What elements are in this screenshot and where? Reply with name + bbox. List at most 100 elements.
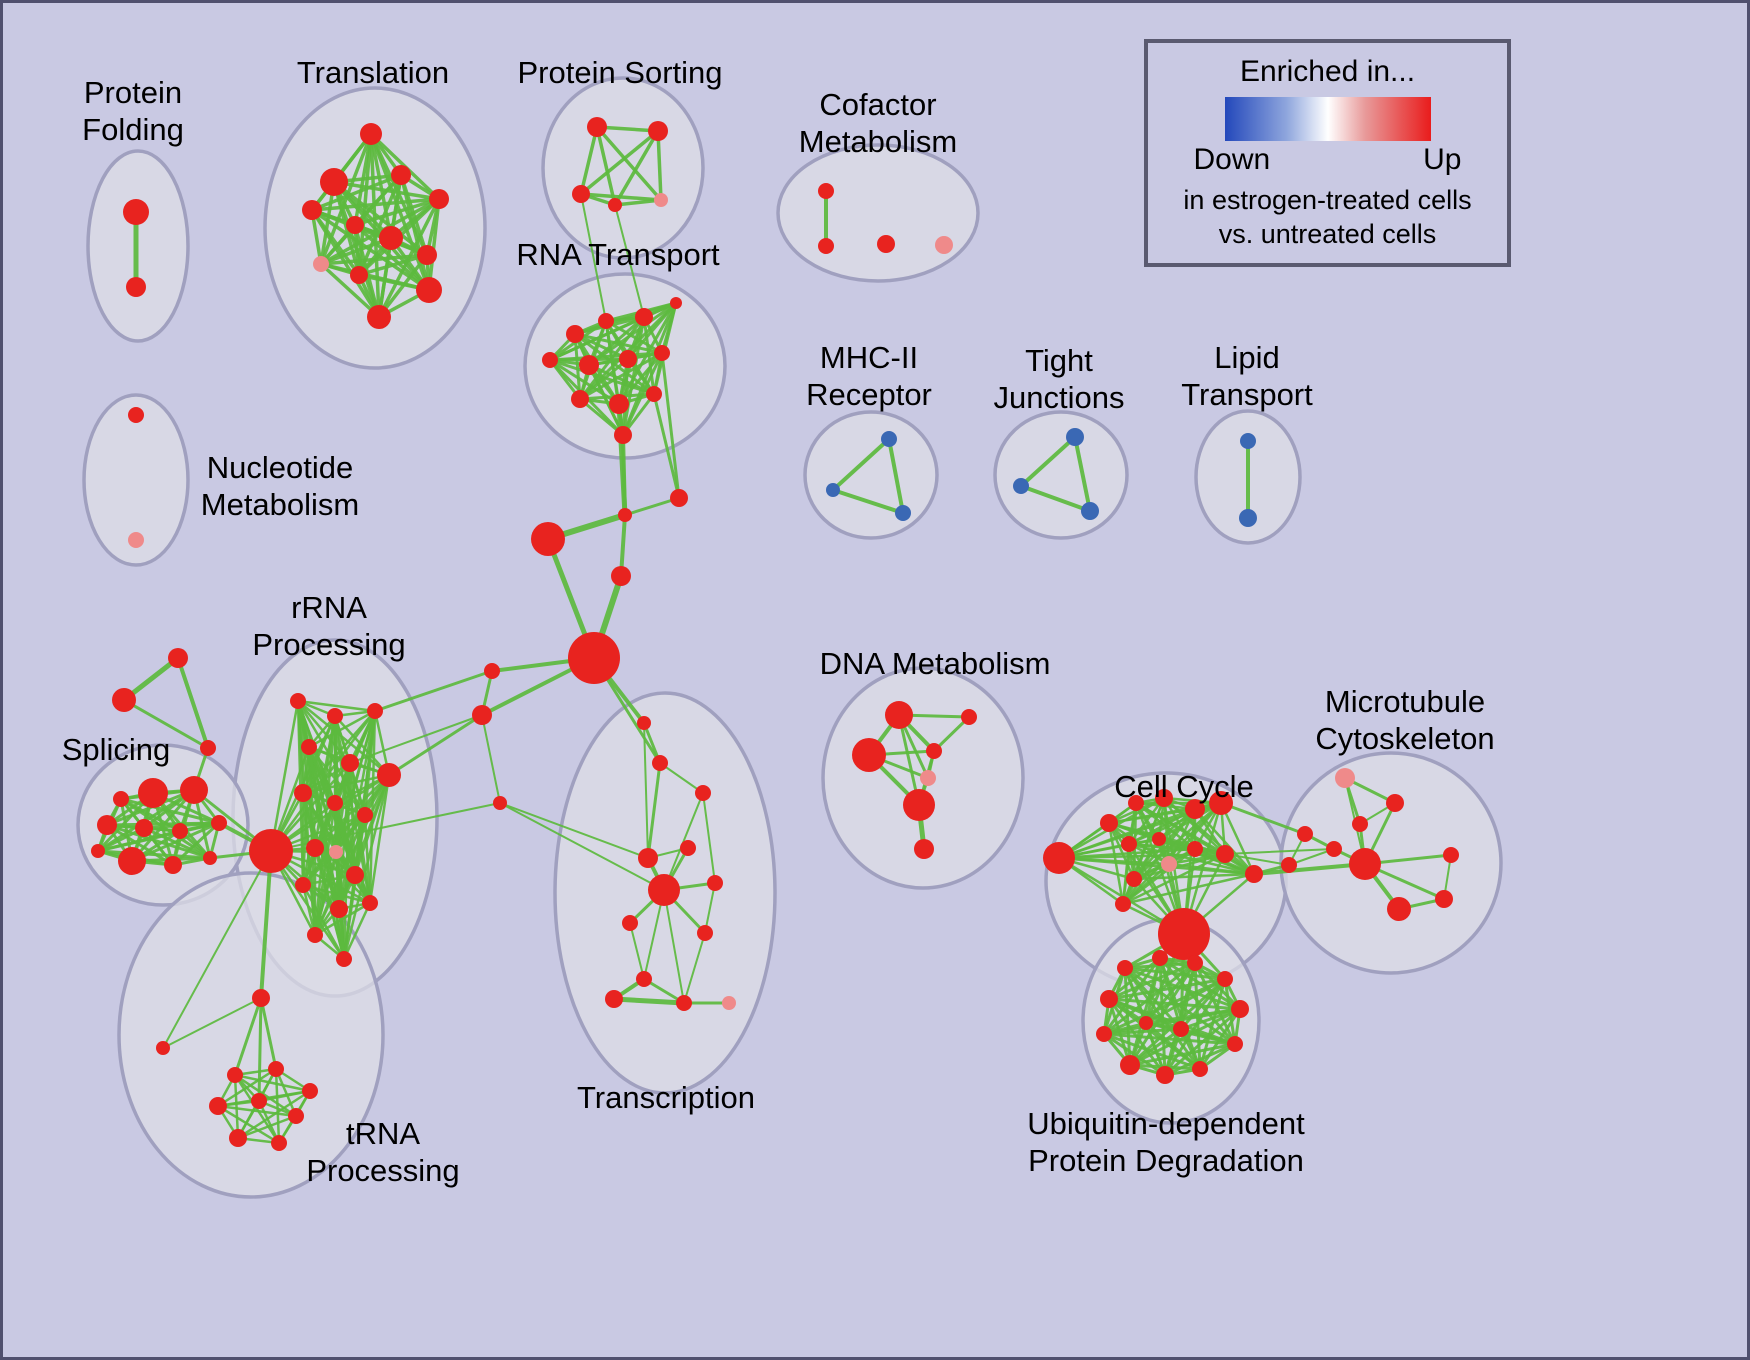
edge-rr12-rr14 (301, 883, 372, 905)
edge-cc1-cc13 (1107, 821, 1125, 906)
edge-t2-t6 (702, 792, 716, 884)
edge-cc10-mc4 (1224, 848, 1335, 855)
node-cc12 (1245, 865, 1263, 883)
edge-cc3-cc12 (1162, 796, 1256, 876)
edge-ps2-rt1 (580, 193, 607, 322)
node-mc1 (1386, 794, 1404, 812)
cluster-label-trna-processing-line1: tRNA (346, 1116, 420, 1151)
edge-sl6-sl10 (96, 821, 221, 853)
edge-ub3-ub12 (1179, 977, 1227, 1031)
edge-tn4-tn8 (216, 1104, 281, 1145)
node-dm4 (920, 770, 936, 786)
node-sp_t1 (112, 688, 136, 712)
node-t9 (636, 971, 652, 987)
node-tr9 (350, 266, 368, 284)
node-t12 (722, 996, 736, 1010)
edge-t1-t2 (659, 762, 704, 794)
edge-rr7-rr14 (333, 801, 372, 905)
edge-rr5-rr12 (301, 773, 391, 887)
edge-tr0-tr11 (369, 132, 381, 319)
edge-rt4-rt7 (548, 351, 664, 362)
edge-rt7-rt8 (578, 351, 664, 401)
edge-rt6-rt8 (578, 357, 630, 401)
node-cc_hub (1158, 908, 1210, 960)
node-nm0 (128, 407, 144, 423)
cluster-ellipse-trna-processing (117, 871, 385, 1199)
node-rr0 (290, 693, 306, 709)
edge-ub9-ub11 (1144, 1021, 1167, 1077)
cluster-label-ubiquitin-degradation-line1: Ubiquitin-dependent (1027, 1106, 1305, 1141)
node-cc1 (1100, 814, 1118, 832)
node-mh0 (881, 431, 897, 447)
edge-ub2-ub6 (1102, 961, 1197, 1036)
cluster-ellipse-protein-sorting (541, 76, 705, 260)
cluster-label-rna-transport-line1: RNA Transport (516, 237, 720, 272)
node-rt0 (566, 325, 584, 343)
cluster-ellipse-mhc-ii-receptor (803, 410, 939, 540)
edge-tn1-tn6 (233, 1073, 298, 1118)
cluster-label-cofactor-metabolism-line2: Metabolism (799, 124, 958, 159)
edge-ps0-ps3 (595, 125, 617, 207)
edge-rr2-rr14 (368, 709, 377, 905)
node-ub10 (1192, 1061, 1208, 1077)
cluster-label-rrna-processing-line2: Processing (252, 627, 405, 662)
cluster-label-mhc-ii-receptor-line1: MHC-II (820, 340, 918, 375)
node-ub4 (1100, 990, 1118, 1008)
node-tn6 (288, 1108, 304, 1124)
edge-tr8-tr11 (319, 262, 381, 319)
node-cc11 (1126, 871, 1142, 887)
node-t3 (638, 848, 658, 868)
legend-up-label: Up (1423, 143, 1462, 176)
node-tn7 (229, 1129, 247, 1147)
node-mc9 (1443, 847, 1459, 863)
node-dm5 (903, 789, 935, 821)
edge-rr12-rr15 (301, 883, 317, 937)
node-tn_far (156, 1041, 170, 1055)
edge-tn1-tn8 (233, 1073, 281, 1145)
edge-ps0-ps1 (595, 125, 660, 133)
cluster-label-cofactor-metabolism-line1: Cofactor (819, 87, 936, 122)
cluster-ellipse-microtubule-cytoskeleton (1279, 751, 1503, 975)
node-nm1 (128, 532, 144, 548)
node-cm2 (877, 235, 895, 253)
node-tn1 (227, 1067, 243, 1083)
edge-rr_hub-tn0 (259, 849, 273, 1000)
edge-t6-t8 (704, 882, 716, 934)
edge-ub5-ub12 (1179, 1007, 1242, 1031)
node-tr10 (416, 277, 442, 303)
edge-tn1-tn7 (233, 1073, 240, 1140)
node-tr0 (360, 123, 382, 145)
edge-rt10-cn0 (652, 392, 681, 500)
edge-tn2-tn8 (274, 1067, 281, 1145)
legend-gradient-bar (1224, 97, 1431, 141)
edge-tn3-tn7 (236, 1089, 312, 1140)
cluster-label-microtubule-cytoskeleton-line2: Cytoskeleton (1315, 721, 1494, 756)
node-cc9 (1187, 841, 1203, 857)
edge-rt1-rt7 (604, 319, 664, 355)
node-tr1 (320, 168, 348, 196)
node-mh1 (826, 483, 840, 497)
edge-t8-t11 (683, 932, 706, 1004)
node-mc7 (1435, 890, 1453, 908)
edge-t10-t11 (611, 996, 687, 1006)
node-cm0 (818, 183, 834, 199)
node-cn4 (568, 632, 620, 684)
node-cn5 (484, 663, 500, 679)
node-dm3 (961, 709, 977, 725)
node-tr11 (367, 305, 391, 329)
node-tn8 (271, 1135, 287, 1151)
node-ub6 (1096, 1026, 1112, 1042)
edge-rr9-rr14 (313, 846, 372, 905)
node-sp_t0 (168, 648, 188, 668)
node-rr1 (327, 708, 343, 724)
node-rt9 (609, 394, 629, 414)
node-sl3 (97, 815, 117, 835)
node-cn6 (472, 705, 492, 725)
node-dm0 (885, 701, 913, 729)
node-rt4 (542, 352, 558, 368)
edge-tn0-tn1 (233, 996, 263, 1077)
node-pf0 (123, 199, 149, 225)
